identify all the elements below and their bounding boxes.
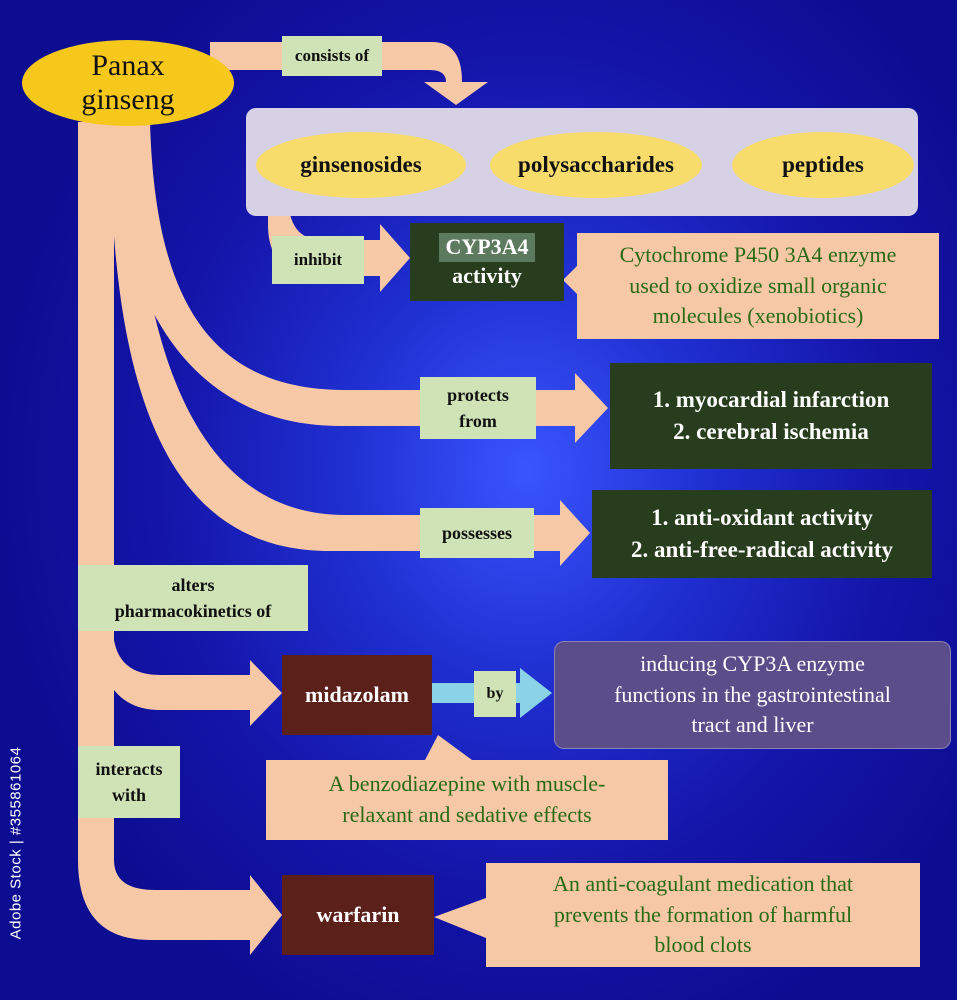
warfarin-box: warfarin (282, 875, 434, 955)
warfarin-note: An anti-coagulant medication that preven… (486, 863, 920, 967)
midazolam-note-line2: relaxant and sedative effects (342, 802, 592, 827)
warfarin-note-line3: blood clots (654, 932, 752, 958)
midazolam-box: midazolam (282, 655, 432, 735)
activities-item-1: 1. anti-oxidant activity (651, 504, 873, 530)
component-polysaccharides: polysaccharides (490, 132, 702, 198)
cyp3a4-note-line2: used to oxidize small organic (629, 272, 887, 298)
mechanism-box: inducing CYP3A enzyme functions in the g… (554, 641, 951, 749)
component-peptides: peptides (732, 132, 914, 198)
panax-ginseng-label-line1: Panax (91, 48, 165, 82)
inhibit-label: inhibit (272, 236, 364, 284)
consists-of-arrow (210, 42, 488, 105)
alters-pharmacokinetics-arrow (114, 640, 282, 726)
protects-from-text-2: from (459, 411, 497, 431)
protects-from-arrow (110, 122, 608, 443)
warfarin-label: warfarin (316, 902, 400, 927)
alters-pharmacokinetics-label: alters pharmacokinetics of (78, 565, 308, 631)
component-ginsenosides-label: ginsenosides (300, 152, 422, 177)
midazolam-note-line1: A benzodiazepine with muscle- (328, 771, 606, 797)
cyp3a4-note-line3: molecules (xenobiotics) (652, 303, 864, 329)
cyp3a4-activity-label: activity (452, 263, 522, 288)
cyp3a4-tag: CYP3A4 (439, 233, 535, 262)
stock-watermark: Adobe Stock | #355861064 (0, 747, 36, 940)
mechanism-line-2: functions in the gastrointestinal (614, 681, 891, 707)
warfarin-note-pointer (434, 898, 486, 938)
midazolam-note: A benzodiazepine with muscle- relaxant a… (266, 760, 668, 840)
stock-watermark-text: Adobe Stock | #355861064 (7, 746, 25, 940)
panax-ginseng-node: Panax ginseng (22, 40, 234, 126)
warfarin-note-line2: prevents the formation of harmful (553, 901, 853, 927)
consists-of-text: consists of (294, 45, 370, 65)
protects-from-text-1: protects (447, 384, 509, 405)
possesses-arrow (110, 122, 590, 566)
mechanism-line-3: tract and liver (691, 712, 814, 738)
component-ginsenosides: ginsenosides (256, 132, 466, 198)
cyp3a4-box: CYP3A4 activity (410, 223, 564, 301)
midazolam-label: midazolam (305, 682, 409, 707)
mechanism-line-1: inducing CYP3A enzyme (640, 650, 865, 676)
by-text: by (486, 685, 504, 703)
cyp3a4-note-pointer (563, 266, 577, 294)
protects-from-label: protects from (420, 377, 536, 439)
cyp3a4-note: Cytochrome P450 3A4 enzyme used to oxidi… (577, 233, 939, 339)
component-peptides-label: peptides (782, 152, 864, 177)
consists-of-label: consists of (282, 36, 382, 76)
activities-box: 1. anti-oxidant activity 2. anti-free-ra… (592, 490, 932, 578)
possesses-text: possesses (441, 522, 512, 543)
interacts-with-label: interacts with (78, 746, 180, 818)
protection-box: 1. myocardial infarction 2. cerebral isc… (610, 363, 932, 469)
activities-item-2: 2. anti-free-radical activity (630, 537, 894, 562)
interacts-text-1: interacts (95, 758, 163, 779)
component-polysaccharides-label: polysaccharides (518, 152, 674, 177)
interacts-text-2: with (111, 785, 146, 805)
panax-ginseng-label-line2: ginseng (81, 83, 175, 116)
midazolam-note-pointer (425, 735, 472, 760)
warfarin-note-line1: An anti-coagulant medication that (553, 870, 853, 896)
interacts-with-arrow (78, 122, 282, 955)
inhibit-text: inhibit (293, 249, 343, 269)
by-label: by (474, 671, 516, 717)
protection-item-2: 2. cerebral ischemia (673, 419, 869, 444)
possesses-label: possesses (420, 508, 534, 558)
cyp3a4-note-line1: Cytochrome P450 3A4 enzyme (619, 241, 897, 267)
alters-text-1: alters (171, 574, 215, 595)
alters-text-2: pharmacokinetics of (114, 601, 272, 621)
protection-item-1: 1. myocardial infarction (652, 386, 890, 412)
